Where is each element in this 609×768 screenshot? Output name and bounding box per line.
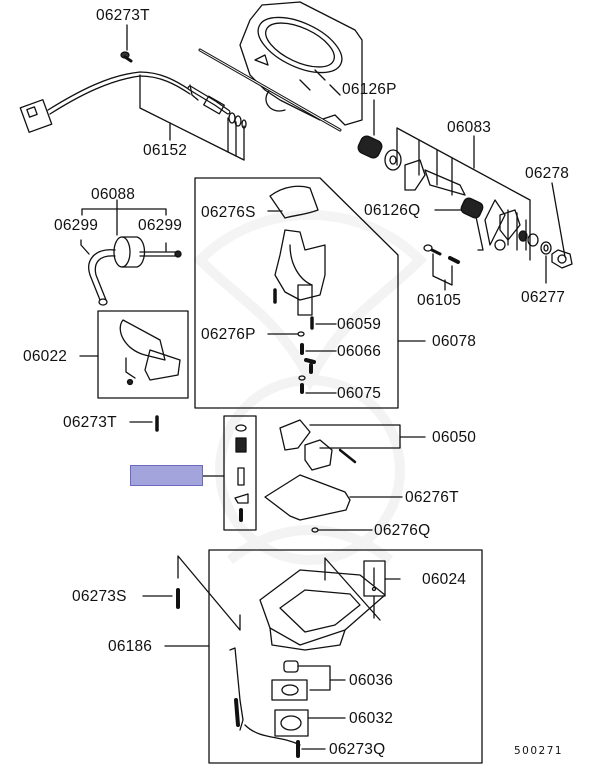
label-06032[interactable]: 06032 (349, 710, 394, 727)
label-06126P[interactable]: 06126P (342, 81, 397, 98)
label-06024[interactable]: 06024 (422, 571, 467, 588)
oring-06276Q (311, 527, 373, 533)
label-06066[interactable]: 06066 (337, 343, 382, 360)
label-06273S[interactable]: 06273S (72, 588, 127, 605)
label-06299-left[interactable]: 06299 (54, 217, 99, 234)
screws-06105 (423, 244, 460, 291)
throttle-body-drawing (198, 1, 363, 132)
solenoid-harness-06152 (19, 71, 247, 161)
highlighted-part-callout[interactable] (130, 465, 203, 486)
label-06083[interactable]: 06083 (447, 119, 492, 136)
label-06276T[interactable]: 06276T (405, 489, 459, 506)
label-06278[interactable]: 06278 (525, 165, 570, 182)
label-06075[interactable]: 06075 (337, 385, 382, 402)
box-jet-kit (202, 415, 257, 531)
label-06277[interactable]: 06277 (521, 289, 566, 306)
float-06050 (279, 419, 426, 471)
label-06105[interactable]: 06105 (417, 292, 462, 309)
box-06022 (79, 310, 189, 399)
label-06050[interactable]: 06050 (432, 429, 477, 446)
label-06022[interactable]: 06022 (23, 348, 68, 365)
label-06078[interactable]: 06078 (432, 333, 477, 350)
label-06059[interactable]: 06059 (337, 316, 382, 333)
filter-06088 (80, 199, 182, 306)
label-06152[interactable]: 06152 (143, 142, 188, 159)
label-06273T-top[interactable]: 06273T (96, 7, 150, 24)
screw-06273S (142, 588, 180, 609)
linkage-06083 (384, 127, 539, 261)
figure-number: 500271 (514, 745, 564, 757)
nut-06278 (551, 182, 573, 269)
label-06273T-mid[interactable]: 06273T (63, 414, 117, 431)
label-06276Q[interactable]: 06276Q (374, 522, 431, 539)
screw-06273T-top (120, 24, 133, 63)
label-06088[interactable]: 06088 (91, 186, 136, 203)
spring-06126P (357, 99, 383, 159)
box-06186 (164, 549, 483, 764)
label-06276P[interactable]: 06276P (201, 326, 256, 343)
label-06273Q[interactable]: 06273Q (329, 741, 386, 758)
watermark (192, 210, 428, 565)
label-06299-right[interactable]: 06299 (138, 217, 183, 234)
label-06186[interactable]: 06186 (108, 638, 153, 655)
box-06078 (194, 177, 426, 409)
spring-06126Q (434, 197, 484, 219)
screw-06273T-mid (129, 415, 159, 432)
washer-06277 (540, 241, 552, 284)
label-06036[interactable]: 06036 (349, 672, 394, 689)
label-06126Q[interactable]: 06126Q (364, 202, 421, 219)
label-06276S[interactable]: 06276S (201, 204, 256, 221)
gasket-06276T (264, 474, 403, 521)
